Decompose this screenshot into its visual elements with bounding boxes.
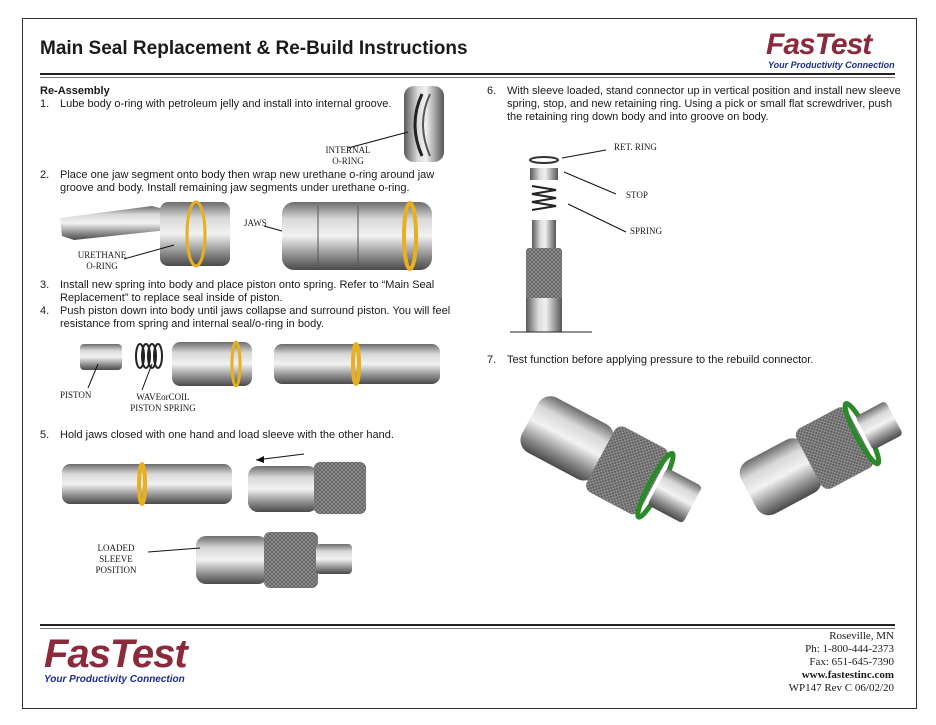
vertical-assembly-illustration <box>510 149 627 333</box>
piston-spring-jaws-illustration <box>80 340 252 388</box>
step-text: With sleeve loaded, stand connector up i… <box>507 85 901 97</box>
piston-assembled-illustration <box>274 342 440 386</box>
loaded-sleeve-illustration <box>196 532 352 588</box>
step-1: 1. Lube body o-ring with petroleum jelly… <box>40 98 460 111</box>
spring-arrow <box>141 363 153 391</box>
jaw-segment-illustration <box>60 200 230 268</box>
piston-arrow <box>87 363 99 389</box>
logo-text: FasTest <box>766 28 872 61</box>
page-title: Main Seal Replacement & Re-Build Instruc… <box>40 38 468 59</box>
step-text: groove and body. Install remaining jaw s… <box>60 182 410 194</box>
footer-fax: Fax: 651-645-7390 <box>809 656 894 668</box>
step-7: 7. Test function before applying pressur… <box>487 354 907 367</box>
footer-rule-thin <box>40 628 895 629</box>
urethane-oring-arrow <box>123 244 175 260</box>
label-ret-ring: RET. RING <box>614 142 657 152</box>
step-number: 2. <box>40 169 50 181</box>
footer-city: Roseville, MN <box>829 630 894 642</box>
step-text: resistance from spring and internal seal… <box>60 318 324 330</box>
label-spring: SPRING <box>630 226 663 236</box>
footer-contact: Roseville, MN Ph: 1-800-444-2373 Fax: 65… <box>789 630 894 695</box>
sleeve-illustration <box>248 453 366 514</box>
step-number: 4. <box>40 305 50 317</box>
rebuilt-connector-front-illustration <box>520 396 701 523</box>
step-2: 2. Place one jaw segment onto body then … <box>40 169 460 195</box>
step-number: 5. <box>40 429 50 441</box>
header-logo: FasTest Your Productivity Connection <box>766 28 895 71</box>
step-text: spring, stop, and new retaining ring. Us… <box>507 98 893 110</box>
footer-phone: Ph: 1-800-444-2373 <box>805 643 894 655</box>
label-jaws: JAWS <box>244 218 267 228</box>
loaded-sleeve-arrow <box>147 547 201 553</box>
footer-web-link[interactable]: www.fastestinc.com <box>801 669 894 681</box>
step-text: Replacement” to replace seal inside of p… <box>60 292 283 304</box>
footer-logo-tagline: Your Productivity Connection <box>44 674 185 685</box>
internal-oring-arrow <box>347 131 409 149</box>
step-number: 6. <box>487 85 497 97</box>
jaws-closed-illustration <box>62 462 232 506</box>
step-4: 4. Push piston down into body until jaws… <box>40 305 470 331</box>
step-number: 7. <box>487 354 497 366</box>
step-text: Place one jaw segment onto body then wra… <box>60 169 435 181</box>
step-5: 5. Hold jaws closed with one hand and lo… <box>40 429 460 442</box>
step-text: the retaining ring down body and into gr… <box>507 111 769 123</box>
logo-tagline: Your Productivity Connection <box>768 60 895 70</box>
footer-rule <box>40 624 895 626</box>
internal-oring-illustration <box>404 86 444 162</box>
step-text: Test function before applying pressure t… <box>507 354 814 366</box>
label-stop: STOP <box>626 190 648 200</box>
header-rule-thin <box>40 77 895 78</box>
step-text: Install new spring into body and place p… <box>60 279 435 291</box>
section-heading: Re-Assembly <box>40 85 110 97</box>
step-text: Push piston down into body until jaws co… <box>60 305 451 317</box>
header-rule <box>40 73 895 75</box>
footer-doc-id: WP147 Rev C 06/02/20 <box>788 682 894 694</box>
step-number: 3. <box>40 279 50 291</box>
step-number: 1. <box>40 98 50 110</box>
step-text: Lube body o-ring with petroleum jelly an… <box>60 98 392 110</box>
label-piston: PISTON <box>60 390 92 400</box>
rebuilt-connector-rear-illustration <box>739 400 902 516</box>
step-6: 6. With sleeve loaded, stand connector u… <box>487 85 907 124</box>
jaws-assembled-illustration <box>282 201 432 271</box>
footer-logo-text: FasTest <box>44 632 188 676</box>
page-frame <box>22 18 917 709</box>
step-3: 3. Install new spring into body and plac… <box>40 279 470 305</box>
step-text: Hold jaws closed with one hand and load … <box>60 429 394 441</box>
footer-logo: FasTest Your Productivity Connection <box>44 632 188 685</box>
